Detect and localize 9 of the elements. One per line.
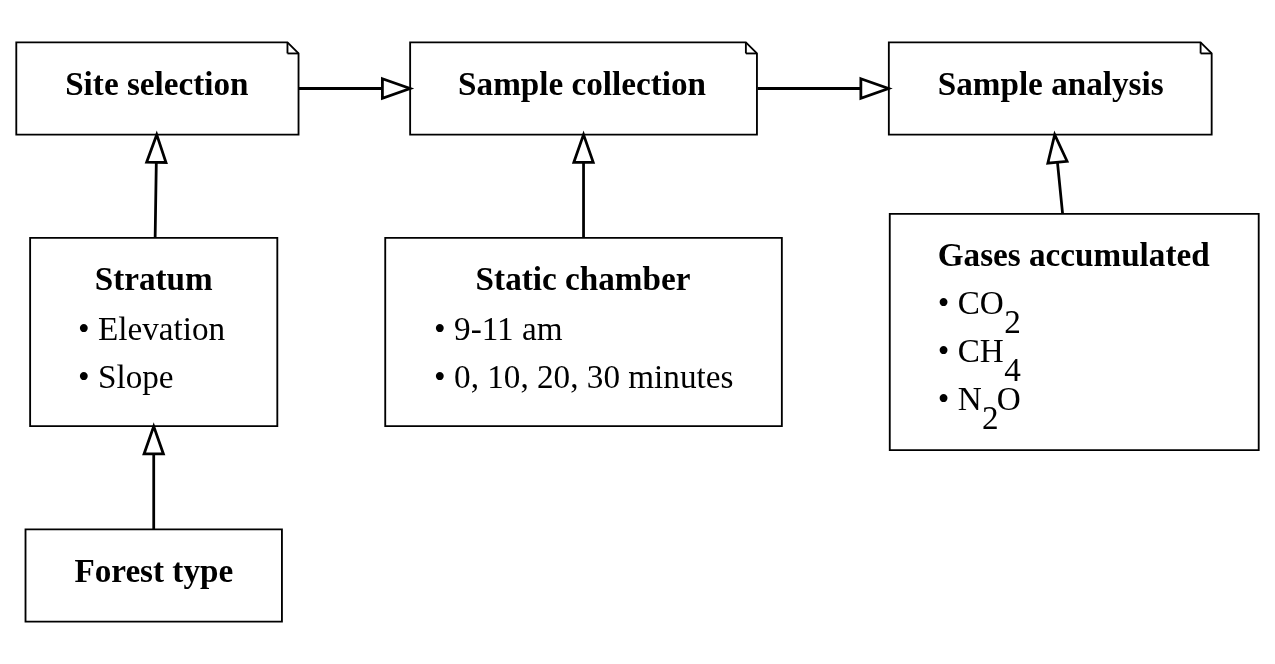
node-box: Static chamber • 9-11 am • 0, 10, 20, 30 minutes bbox=[384, 237, 783, 427]
arrow bbox=[142, 422, 166, 530]
arrow bbox=[757, 76, 893, 101]
arrow bbox=[1046, 130, 1070, 214]
node-box: Forest type bbox=[24, 528, 283, 623]
node-box: Stratum • Elevation • Slope bbox=[29, 237, 279, 427]
arrow bbox=[144, 130, 168, 238]
arrow bbox=[571, 130, 596, 238]
arrow bbox=[298, 76, 415, 101]
